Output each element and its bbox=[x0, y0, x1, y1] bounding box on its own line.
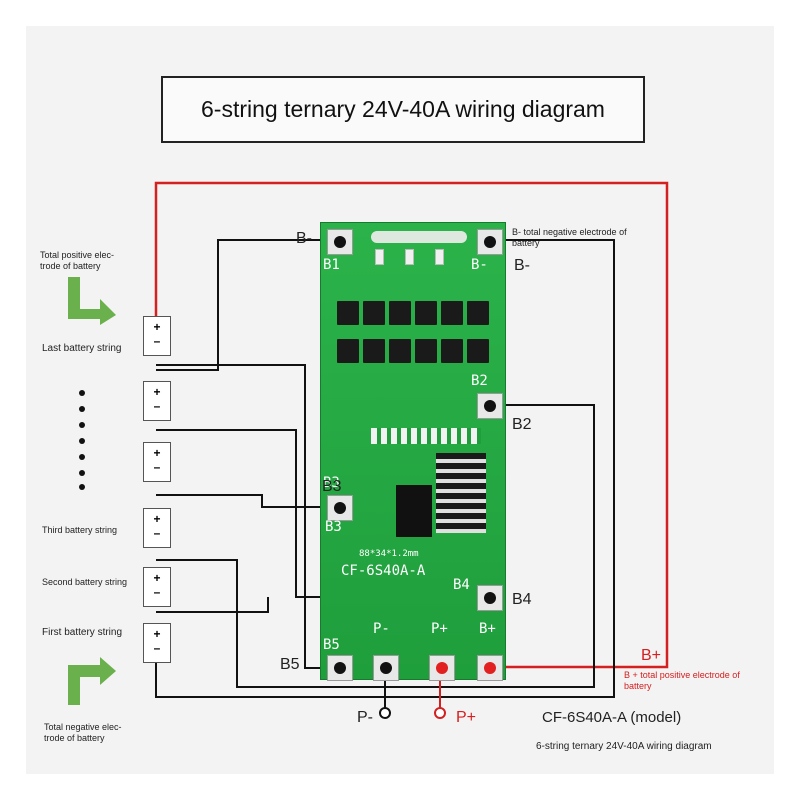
mosfet bbox=[467, 339, 489, 363]
b1-wire bbox=[156, 239, 338, 371]
mosfet bbox=[389, 339, 411, 363]
p-plus-terminal bbox=[434, 707, 446, 719]
mosfet bbox=[337, 301, 359, 325]
ellipsis-dot bbox=[79, 390, 85, 396]
cell-minus: – bbox=[153, 641, 161, 655]
label-b-minus-right: B- bbox=[514, 257, 530, 274]
link-wire-1 bbox=[156, 364, 338, 669]
label-b-plus-desc: B + total positive electrode of battery bbox=[624, 670, 740, 691]
ellipsis-dot bbox=[79, 438, 85, 444]
cell-minus: – bbox=[153, 460, 161, 474]
diagram-title: 6-string ternary 24V-40A wiring diagram bbox=[161, 76, 645, 143]
shunt-strip bbox=[371, 231, 467, 243]
cell-minus: – bbox=[153, 526, 161, 540]
second-string-label: Second battery string bbox=[42, 577, 128, 587]
label-b-minus-left: B- bbox=[296, 230, 312, 247]
label-b5: B5 bbox=[280, 656, 300, 673]
silk-b-plus: B+ bbox=[479, 621, 496, 637]
resistor-array bbox=[371, 428, 481, 444]
resistor bbox=[405, 249, 414, 265]
silk-b3b: B3 bbox=[325, 519, 342, 535]
ellipsis-dot bbox=[79, 454, 85, 460]
silk-model: CF-6S40A-A bbox=[341, 563, 426, 579]
battery-cell-third: +– bbox=[143, 508, 171, 548]
pad-b-plus bbox=[477, 655, 503, 681]
silk-p-plus: P+ bbox=[431, 621, 448, 637]
battery-cell: +– bbox=[143, 442, 171, 482]
red-positive-wire bbox=[154, 181, 669, 669]
model-label: CF-6S40A-A (model) bbox=[542, 709, 682, 726]
ellipsis-dot bbox=[79, 406, 85, 412]
cell-minus: – bbox=[153, 585, 161, 599]
label-b-minus-desc: B- total negative electrode of battery bbox=[512, 227, 627, 248]
cell-plus: + bbox=[153, 627, 161, 641]
total-positive-label: Total positive elec-trode of battery bbox=[40, 250, 115, 271]
silk-b3a: B3 bbox=[323, 475, 340, 491]
label-b2: B2 bbox=[512, 416, 532, 433]
mosfet bbox=[389, 301, 411, 325]
resistor bbox=[375, 249, 384, 265]
cell-minus: – bbox=[153, 399, 161, 413]
pad-b2 bbox=[477, 393, 503, 419]
pad-b-minus bbox=[477, 229, 503, 255]
resistor bbox=[435, 249, 444, 265]
total-negative-label: Total negative elec-trode of battery bbox=[44, 722, 122, 743]
p-minus-terminal bbox=[379, 707, 391, 719]
last-string-label: Last battery string bbox=[42, 343, 122, 354]
label-b3: B3 bbox=[322, 478, 342, 495]
cell-plus: + bbox=[153, 320, 161, 334]
cell-plus: + bbox=[153, 571, 161, 585]
mosfet bbox=[337, 339, 359, 363]
silk-p-minus: P- bbox=[373, 621, 390, 637]
mosfet bbox=[415, 339, 437, 363]
cell-plus: + bbox=[153, 512, 161, 526]
silk-b-minus: B- bbox=[471, 257, 488, 273]
label-p-minus: P- bbox=[357, 709, 373, 726]
battery-cell-last: +– bbox=[143, 316, 171, 356]
protection-ic bbox=[396, 485, 432, 537]
pad-p-plus bbox=[429, 655, 455, 681]
first-string-label: First battery string bbox=[42, 627, 123, 638]
mosfet bbox=[467, 301, 489, 325]
arrow-up-right-icon bbox=[68, 657, 116, 705]
b-minus-wire bbox=[155, 239, 615, 698]
capacitor-array bbox=[436, 453, 486, 533]
link-wire-3 bbox=[156, 597, 269, 613]
cell-minus: – bbox=[153, 334, 161, 348]
cell-plus: + bbox=[153, 385, 161, 399]
silk-b5: B5 bbox=[323, 637, 340, 653]
label-p-plus: P+ bbox=[456, 709, 477, 726]
pad-p-minus bbox=[373, 655, 399, 681]
mosfet bbox=[363, 339, 385, 363]
silk-b4: B4 bbox=[453, 577, 470, 593]
mosfet bbox=[415, 301, 437, 325]
arrow-down-right-icon bbox=[68, 277, 116, 325]
pad-b5 bbox=[327, 655, 353, 681]
third-string-label: Third battery string bbox=[42, 525, 118, 535]
ellipsis-dot bbox=[79, 484, 85, 490]
pad-b4 bbox=[477, 585, 503, 611]
label-b4: B4 bbox=[512, 591, 532, 608]
ellipsis-dot bbox=[79, 422, 85, 428]
ellipsis-dot bbox=[79, 470, 85, 476]
bms-board: B1 B- B2 B3 B3 88*34*1.2mm CF-6S40A-A B4… bbox=[320, 222, 506, 681]
b2-wire bbox=[156, 404, 595, 688]
mosfet bbox=[441, 339, 463, 363]
silk-size: 88*34*1.2mm bbox=[359, 549, 419, 559]
label-b-plus: B+ bbox=[641, 647, 662, 664]
b3-wire bbox=[156, 494, 338, 508]
caption: 6-string ternary 24V-40A wiring diagram bbox=[536, 741, 712, 752]
battery-cell-second: +– bbox=[143, 567, 171, 607]
silk-b1: B1 bbox=[323, 257, 340, 273]
mosfet bbox=[441, 301, 463, 325]
battery-cell-first: +– bbox=[143, 623, 171, 663]
battery-cell: +– bbox=[143, 381, 171, 421]
pad-b3 bbox=[327, 495, 353, 521]
pad-b1 bbox=[327, 229, 353, 255]
cell-plus: + bbox=[153, 446, 161, 460]
silk-b2: B2 bbox=[471, 373, 488, 389]
mosfet bbox=[363, 301, 385, 325]
